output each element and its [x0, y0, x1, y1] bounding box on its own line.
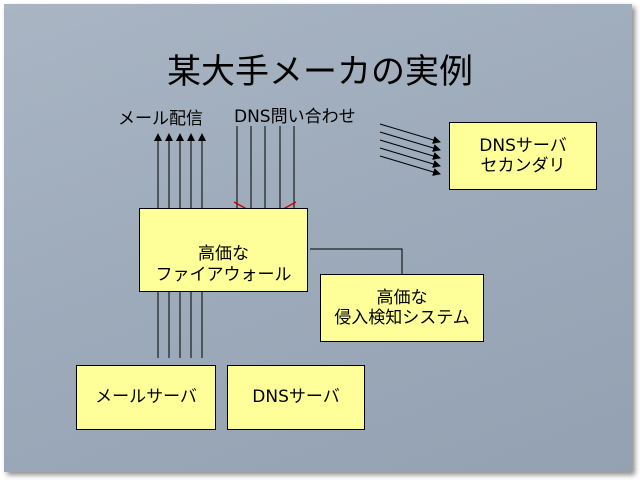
- mail-server-box: メールサーバ: [76, 365, 216, 430]
- ids-box: 高価な 侵入検知システム: [320, 274, 484, 342]
- mail-delivery-label: メール配信: [118, 109, 203, 129]
- secondary-dns-arrows: [379, 123, 441, 176]
- ids-line2: 侵入検知システム: [334, 308, 470, 328]
- dns-query-label: DNS問い合わせ: [234, 107, 356, 127]
- firewall-line2: ファイアウォール: [155, 264, 292, 285]
- dns-server-label: DNSサーバ: [252, 387, 340, 408]
- mail-server-label: メールサーバ: [95, 387, 197, 408]
- dns-secondary-line2: セカンダリ: [480, 156, 566, 176]
- dns-server-box: DNSサーバ: [227, 365, 365, 430]
- dns-secondary-box: DNSサーバ セカンダリ: [449, 122, 597, 190]
- firewall-line1: 高価な: [198, 244, 249, 265]
- ids-line1: 高価な: [376, 287, 428, 308]
- dns-secondary-line1: DNSサーバ: [479, 135, 567, 156]
- firewall-box: 高価な ファイアウォール: [139, 208, 308, 292]
- firewall-ids-connector: [310, 248, 403, 274]
- slide-title: 某大手メーカの実例: [167, 52, 473, 92]
